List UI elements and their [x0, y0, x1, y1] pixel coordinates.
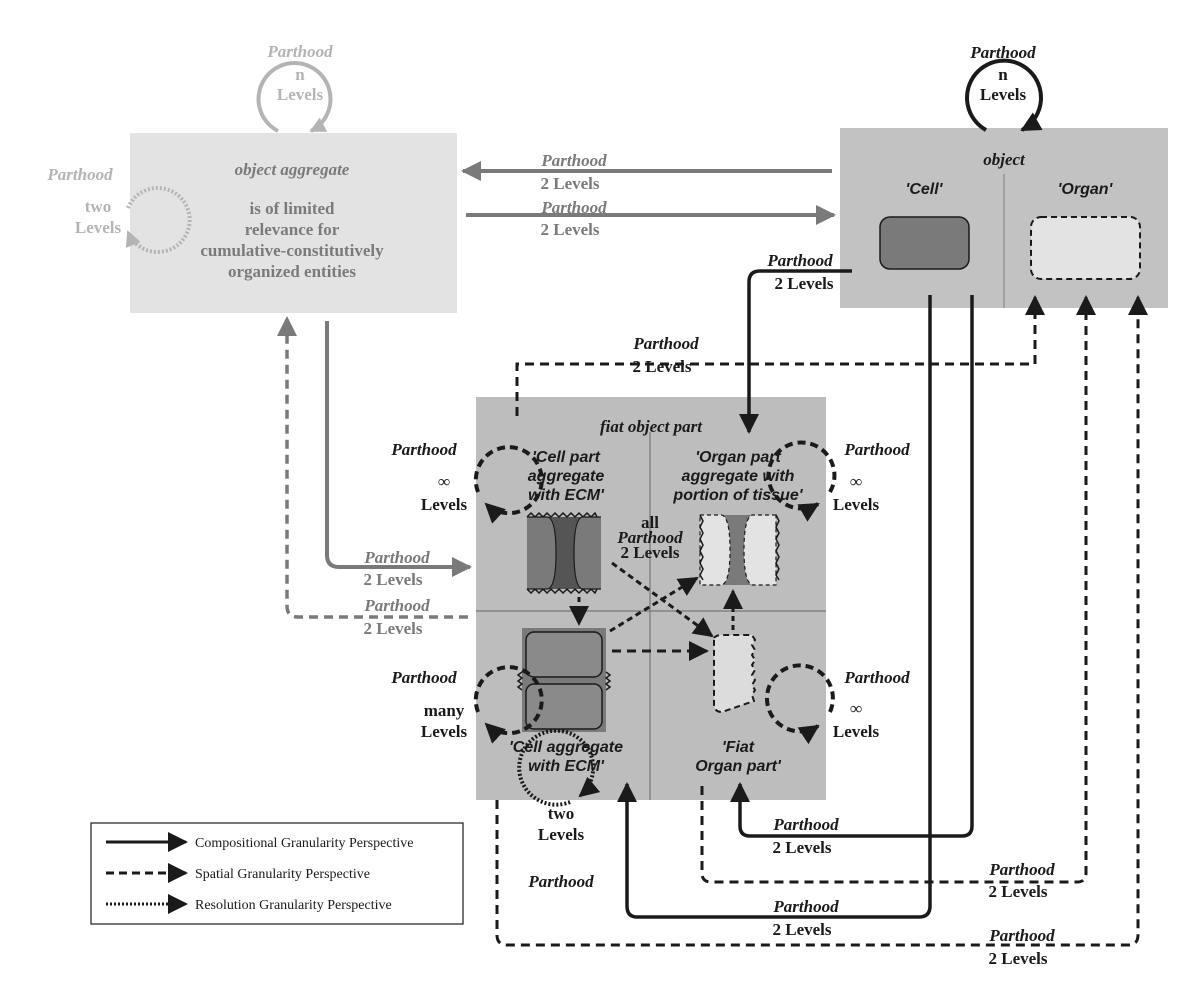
- loop-aggregate-top: [256, 61, 333, 133]
- loop-cell-part: [473, 445, 544, 524]
- fiat-cell-part-1: 'Cell part: [532, 449, 600, 466]
- loop-organ-part-l2: Levels: [833, 495, 880, 514]
- object-organ-label: 'Organ': [1058, 181, 1114, 198]
- fiat-all-levels: 2 Levels: [620, 543, 679, 562]
- fiat-organ-part-label-1: 'Fiat: [722, 739, 755, 756]
- loop-agg-left-title: Parthood: [46, 165, 113, 184]
- fiat-cell-part-3: with ECM': [528, 487, 605, 504]
- loop-agg-top-title: Parthood: [266, 42, 333, 61]
- edge-cell-fiatorgan-title: Parthood: [772, 815, 839, 834]
- organ-part-aggregate-icon: [699, 514, 780, 586]
- edge-agg-fiat-levels: 2 Levels: [363, 570, 422, 589]
- fiat-organ-part-icon: [713, 634, 757, 714]
- loop-obj-top-l1: n: [998, 65, 1008, 84]
- loop-organ-part-l1: ∞: [850, 472, 862, 491]
- edge-fiat-organ-title: Parthood: [632, 334, 699, 353]
- legend-compositional-label: Compositional Granularity Perspective: [195, 836, 414, 851]
- loop-agg-left-l1: two: [85, 197, 111, 216]
- edge-cell-aggregate-to-organ: [495, 295, 1148, 947]
- edge-cellagg-to-organpart: [609, 576, 699, 633]
- edge-obj-agg-levels: 2 Levels: [540, 174, 599, 193]
- loop-fiat-organ-l1: ∞: [850, 699, 862, 718]
- edge-agg-obj-title: Parthood: [540, 198, 607, 217]
- loop-cell-agg-l1: many: [424, 701, 465, 720]
- edge-fiat-agg-title: Parthood: [363, 596, 430, 615]
- edge-fiat-organ-levels: 2 Levels: [632, 357, 691, 376]
- fiat-all-label: all: [641, 513, 659, 532]
- object-cell-label: 'Cell': [906, 181, 944, 198]
- loop-fiat-organ-l2: Levels: [833, 722, 880, 741]
- object-aggregate-title: object aggregate: [235, 160, 350, 179]
- edge-aggregate-to-fiat: [325, 321, 472, 577]
- loop-organ-part-title: Parthood: [843, 440, 910, 459]
- object-title: object: [983, 150, 1026, 169]
- edge-object-to-fiat: [739, 269, 852, 434]
- loop-fiat-organ: [764, 663, 835, 745]
- loop-agg-left-l2: Levels: [75, 218, 122, 237]
- cell-aggregate-icon: [516, 628, 612, 732]
- edge-cellpart-to-fiatorgan: [611, 561, 714, 638]
- loop-fiat-organ-title: Parthood: [843, 668, 910, 687]
- object-aggregate-desc-2: relevance for: [245, 220, 340, 239]
- loop-cell-part-l1: ∞: [438, 472, 450, 491]
- fiat-organ-part-label-2: Organ part': [695, 758, 782, 775]
- loop-bottom-title: Parthood: [527, 872, 594, 891]
- loop-object-top: [965, 58, 1043, 132]
- loop-cell-agg-title: Parthood: [390, 668, 457, 687]
- legend-spatial-label: Spatial Granularity Perspective: [195, 867, 370, 882]
- loop-cell-agg-l2: Levels: [421, 722, 468, 741]
- legend-resolution-label: Resolution Granularity Perspective: [195, 898, 392, 913]
- edge-cell-fiatorgan-levels: 2 Levels: [772, 838, 831, 857]
- fiat-organ-part-2: aggregate with: [682, 468, 795, 485]
- loop-obj-top-l2: Levels: [980, 85, 1027, 104]
- loop-obj-top-title: Parthood: [969, 43, 1036, 62]
- object-aggregate-desc-3: cumulative-constitutively: [200, 241, 384, 260]
- fiat-cell-part-2: aggregate: [528, 468, 605, 485]
- edge-cellagg-organ-title: Parthood: [988, 926, 1055, 945]
- edge-agg-fiat-title: Parthood: [363, 548, 430, 567]
- edge-fiat-organ-to-organ: [700, 295, 1096, 884]
- edge-cell-to-fiat-organ: [730, 295, 974, 838]
- cell-part-aggregate-icon: [526, 511, 601, 595]
- edge-fiat-to-aggregate: [277, 316, 468, 619]
- legend: Compositional Granularity Perspective Sp…: [90, 822, 464, 925]
- loop-agg-top-l1: n: [295, 65, 305, 84]
- object-aggregate-box: [130, 133, 457, 313]
- fiat-cell-agg-2: with ECM': [528, 758, 605, 775]
- edge-obj-agg-title: Parthood: [540, 151, 607, 170]
- fiat-object-part-box: [476, 397, 826, 800]
- loop-bottom-l2: Levels: [538, 825, 585, 844]
- loop-bottom: [517, 728, 601, 807]
- fiat-cell-agg-1: 'Cell aggregate: [509, 739, 623, 756]
- edge-obj-fiat-levels: 2 Levels: [774, 274, 833, 293]
- object-aggregate-desc-1: is of limited: [250, 199, 336, 218]
- fiat-organ-part-1: 'Organ part: [695, 449, 781, 466]
- edge-agg-obj-levels: 2 Levels: [540, 220, 599, 239]
- edge-cell-cellagg-title: Parthood: [772, 897, 839, 916]
- edge-fiat-to-organ: [515, 295, 1045, 416]
- edge-fiat-agg-levels: 2 Levels: [363, 619, 422, 638]
- edge-cellagg-organ-levels: 2 Levels: [988, 949, 1047, 968]
- object-aggregate-desc-4: organized entities: [228, 262, 356, 281]
- fiat-organ-part-3: portion of tissue': [672, 487, 803, 504]
- loop-aggregate-left: [125, 186, 192, 254]
- organ-icon: [1030, 216, 1141, 280]
- fiat-title: fiat object part: [600, 417, 703, 436]
- cell-icon: [879, 216, 970, 270]
- fiat-all-parthood: Parthood: [616, 528, 683, 547]
- edge-cell-cellagg-levels: 2 Levels: [772, 920, 831, 939]
- edge-cell-to-cell-aggregate: [617, 295, 932, 919]
- loop-agg-top-l2: Levels: [277, 85, 324, 104]
- loop-cell-part-l2: Levels: [421, 495, 468, 514]
- edge-obj-fiat-title: Parthood: [766, 251, 833, 270]
- loop-cell-aggregate: [473, 665, 544, 744]
- loop-organ-part: [766, 440, 837, 522]
- loop-bottom-l1: two: [548, 804, 574, 823]
- edge-fiatorgan-organ-levels: 2 Levels: [988, 882, 1047, 901]
- edge-fiatorgan-organ-title: Parthood: [988, 860, 1055, 879]
- loop-cell-part-title: Parthood: [390, 440, 457, 459]
